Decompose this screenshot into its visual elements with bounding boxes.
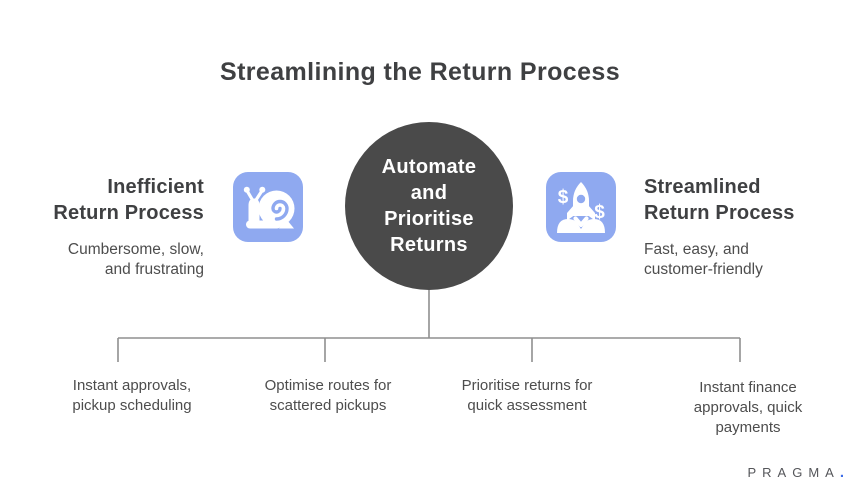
inefficient-icon-box	[233, 172, 303, 242]
svg-text:$: $	[594, 202, 605, 223]
pragma-logo-text: PRAGMA	[747, 465, 840, 480]
snail-icon	[243, 186, 295, 229]
svg-text:$: $	[558, 187, 569, 208]
branch-label-instant-approvals: Instant approvals, pickup scheduling	[72, 377, 192, 414]
left-node-heading: Inefficient Return Process	[53, 176, 204, 225]
pragma-logo: PRAGMA.	[747, 464, 844, 481]
right-node-text: Streamlined Return Process Fast, easy, a…	[644, 174, 858, 279]
left-node-subtitle: Cumbersome, slow, and frustrating	[67, 240, 204, 278]
right-node-heading: Streamlined Return Process	[644, 176, 795, 225]
right-node-subtitle: Fast, easy, and customer-friendly	[644, 240, 763, 278]
left-node-text: Inefficient Return Process Cumbersome, s…	[0, 174, 204, 279]
central-node: Automate and Prioritise Returns	[345, 122, 513, 290]
streamlined-icon-box: $ $	[546, 172, 616, 242]
branch-label-prioritise-returns: Prioritise returns for quick assessment	[461, 377, 593, 414]
rocket-launch-icon: $ $	[557, 182, 605, 233]
central-node-label: Automate and Prioritise Returns	[381, 156, 477, 256]
branch-label-optimise-routes: Optimise routes for scattered pickups	[264, 377, 392, 414]
page-title: Streamlining the Return Process	[220, 58, 620, 86]
branch-label-instant-finance: Instant finance approvals, quick payment…	[693, 379, 803, 436]
pragma-logo-dot: .	[839, 464, 844, 481]
